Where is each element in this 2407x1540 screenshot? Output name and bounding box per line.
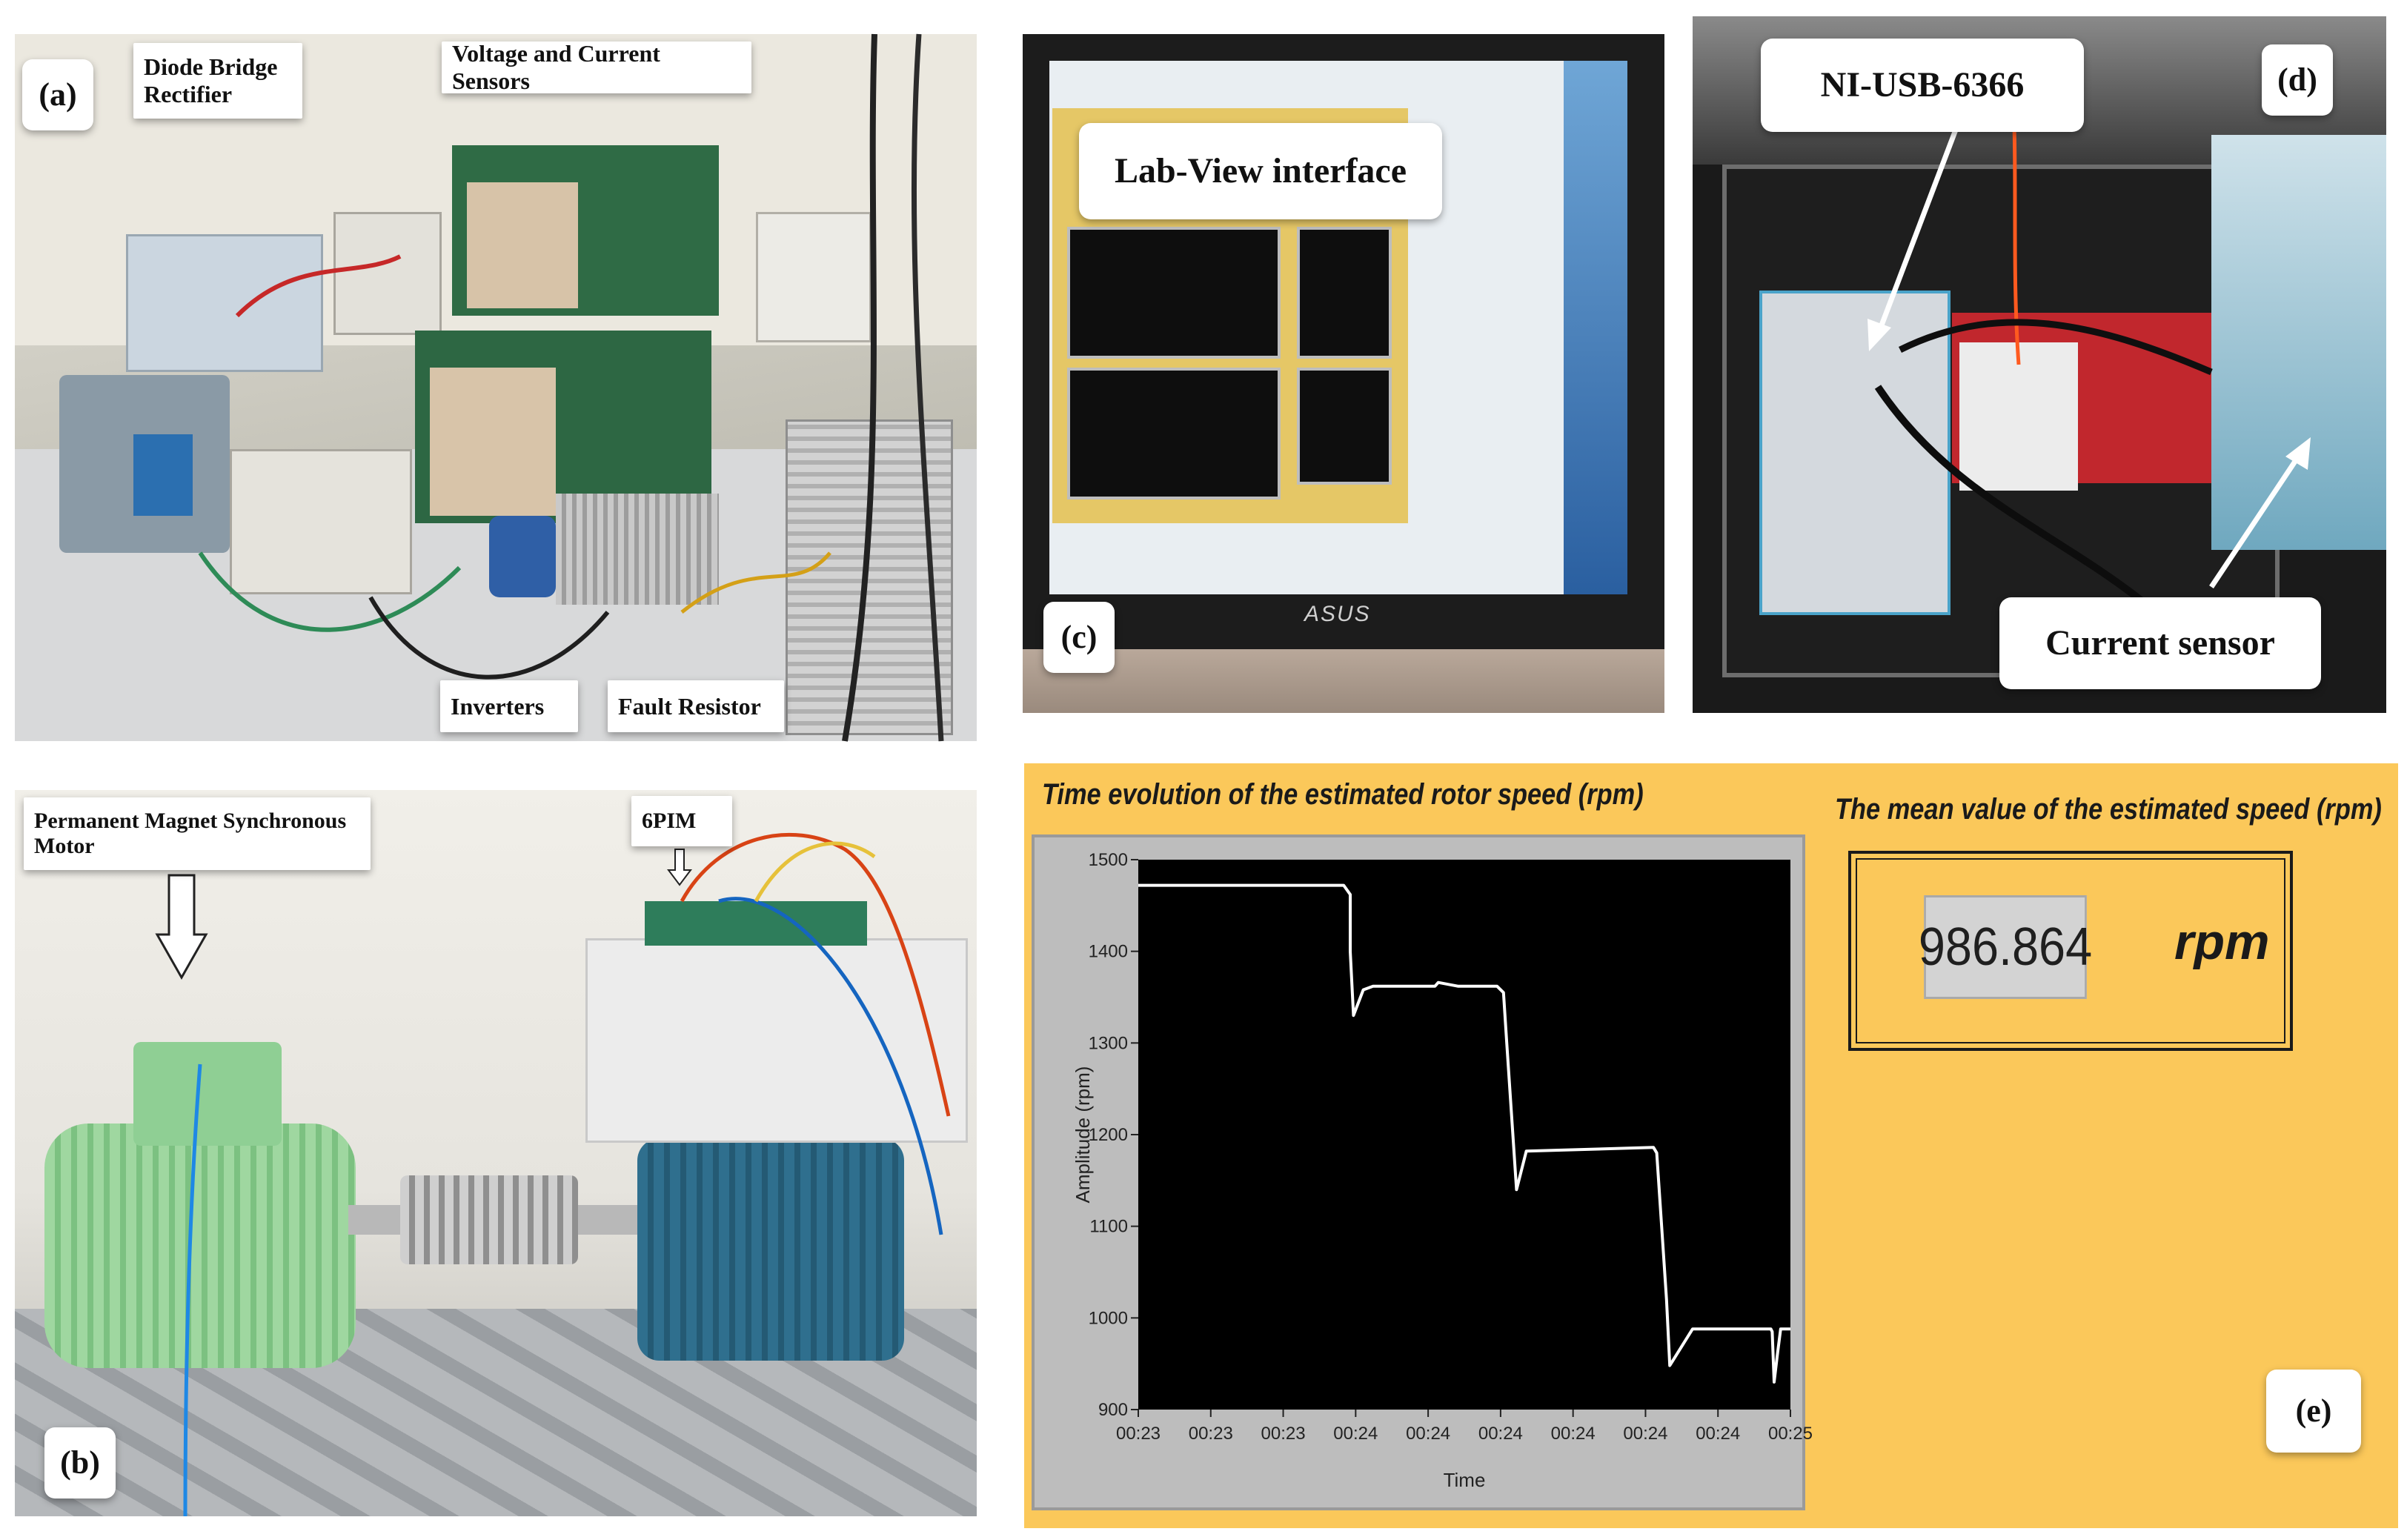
mini-graph-1 [1067,227,1281,359]
multimeter-display [133,434,193,516]
rectifier-box [126,234,323,372]
y-tick-label: 1200 [1089,1125,1128,1145]
label-fault-resistor: Fault Resistor [608,680,784,732]
panel-a-letter: (a) [22,59,93,130]
wires-b [183,833,951,1517]
mini-graph-3 [1067,368,1281,499]
y-axis-label: Amplitude (rpm) [1072,1066,1094,1204]
down-arrow-large [155,874,208,980]
inverter-plate-top [467,182,578,308]
capacitor [489,516,556,597]
x-tick-label: 00:23 [1261,1424,1306,1444]
x-tick-label: 00:24 [1478,1424,1523,1444]
laptop-keyboard-deck [1023,649,1664,713]
x-tick-label: 00:24 [1333,1424,1378,1444]
sensor-box-1 [333,212,442,335]
plot-area [1138,860,1790,1410]
mini-graph-4 [1297,368,1392,485]
panel-a-photo [15,33,977,742]
mean-title: The mean value of the estimated speed (r… [1835,793,2382,826]
graph-title: Time evolution of the estimated rotor sp… [1042,778,1644,811]
panel-b-letter: (b) [44,1427,116,1498]
pmsm-motor-body [44,1124,356,1368]
y-tick-label: 900 [1098,1400,1128,1420]
y-tick-label: 1000 [1089,1308,1128,1328]
label-ni-usb-6366: NI-USB-6366 [1761,39,2084,132]
label-inverters: Inverters [440,680,578,732]
6pim-inverter-housing [585,938,968,1143]
y-tick-label: 1100 [1089,1217,1128,1237]
x-tick-label: 00:24 [1623,1424,1667,1444]
x-tick-label: 00:25 [1768,1424,1813,1444]
panel-b-photo [15,790,977,1517]
label-current-sensor: Current sensor [1999,597,2321,689]
mean-value-display: 986.864 [1919,895,2092,999]
sensor-box-3 [756,212,872,342]
mean-indicator-frame: 986.864 rpm [1848,851,2293,1051]
panel-d-letter: (d) [2262,44,2333,116]
inverter-plate-bottom [430,368,556,516]
label-pmsm: Permanent Magnet Synchronous Motor [24,797,371,870]
coupling [400,1175,578,1264]
x-tick-label: 00:23 [1116,1424,1161,1444]
desktop-wallpaper [1564,61,1627,594]
panel-e-labview: Time evolution of the estimated rotor sp… [1024,760,2398,1528]
x-tick-label: 00:24 [1696,1424,1740,1444]
down-arrow-small [667,849,692,886]
6pim-top-connectors [645,901,867,946]
sensor-box-2 [230,449,412,594]
x-tick-label: 00:24 [1406,1424,1450,1444]
x-tick-label: 00:24 [1551,1424,1596,1444]
laptop-bezel-bottom [1023,597,1664,657]
connector-box [1959,342,2078,491]
panel-e-letter: (e) [2266,1370,2361,1453]
mini-graph-2 [1297,227,1392,359]
speed-trace [1138,883,1790,1384]
heatsink [556,494,719,605]
current-sensor-units [2211,135,2386,550]
x-tick-label: 00:23 [1189,1424,1233,1444]
panel-c-letter: (c) [1043,602,1115,673]
6pim-motor-body [637,1138,904,1361]
label-labview-interface: Lab-View interface [1079,123,1442,219]
arrow-to-daq [1868,119,2311,588]
x-axis: 00:23 00:23 00:23 00:24 00:24 00:24 00:24 00:24… [1116,1410,1813,1444]
y-tick-label: 1400 [1089,942,1128,962]
x-axis-label: Time [1444,1469,1486,1491]
label-diode-bridge: Diode Bridge Rectifier [133,43,302,119]
y-tick-label: 1500 [1089,850,1128,870]
pmsm-terminal-box [133,1042,282,1146]
laptop-brand: ASUS [1304,602,1371,626]
label-6pim: 6PIM [631,796,732,846]
y-axis: 900 1000 1100 1200 1300 1400 1500 [1089,850,1138,1420]
mean-unit-label: rpm [2174,914,2270,970]
label-voltage-current-sensors: Voltage and Current Sensors [442,40,751,94]
y-tick-label: 1300 [1089,1033,1128,1053]
cables [198,33,944,742]
